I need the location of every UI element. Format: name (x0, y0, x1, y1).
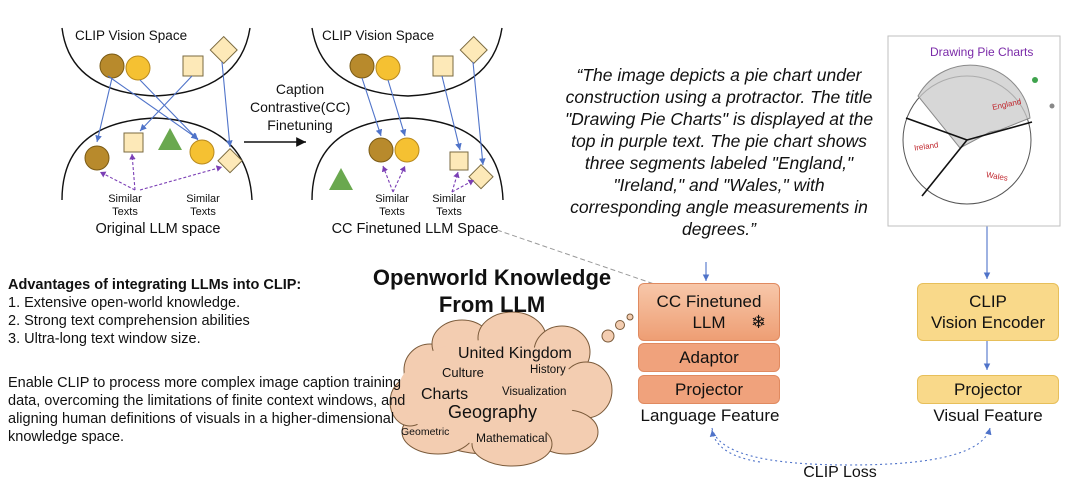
right-llm-space-boundary (311, 117, 504, 201)
left-llm-space-boundary (61, 117, 253, 201)
knowledge-cloud (389, 311, 634, 467)
clip-loss-curve (711, 427, 992, 466)
square-shape (432, 55, 454, 77)
vision-space-label: CLIP Vision Space (322, 28, 435, 43)
image-caption-quote: “The image depicts a pie chart under con… (564, 65, 874, 239)
visual-projector-label: Projector (953, 380, 1023, 399)
cloud-word: Geography (448, 402, 538, 422)
clip-loss-label: CLIP Loss (803, 464, 877, 481)
snowflake-icon: ❄ (751, 312, 767, 332)
cloud-word: United Kingdom (458, 345, 572, 362)
language-projector-box: Projector (638, 375, 780, 404)
similar-texts-label: Similar Texts (186, 193, 220, 218)
cloud-word: Geometric (401, 426, 450, 438)
brown-circle (99, 53, 125, 79)
cc-finetuned-llm-box: CC Finetuned LLM (638, 283, 780, 341)
gold-circle (125, 55, 151, 81)
diamond-shape (217, 147, 243, 174)
advantages-paragraph: Enable CLIP to process more complex imag… (8, 375, 406, 445)
adaptor-label: Adaptor (679, 348, 739, 367)
similar-texts-label: Similar Texts (432, 193, 466, 218)
diamond-shape (468, 163, 494, 190)
cloud-word: Charts (421, 386, 469, 403)
gold-circle (394, 137, 420, 163)
cloud-word: History (530, 364, 566, 376)
visual-projector-box: Projector (917, 375, 1059, 404)
green-triangle (329, 168, 353, 190)
advantages-title: Advantages of integrating LLMs into CLIP… (8, 277, 302, 293)
vision-space-label: CLIP Vision Space (75, 28, 188, 43)
visual-feature-label: Visual Feature (933, 406, 1043, 425)
pie-chart-image (887, 35, 1061, 227)
right-vision-space-boundary (311, 27, 503, 97)
similar-texts-label: Similar Texts (375, 193, 409, 218)
finetuned-llm-space-label: CC Finetuned LLM Space (331, 221, 499, 237)
cloud-word: Mathematical (476, 431, 548, 445)
language-projector-label: Projector (674, 380, 744, 399)
brown-circle (368, 137, 394, 163)
language-feature-label: Language Feature (640, 406, 780, 425)
similar-texts-label: Similar Texts (108, 193, 142, 218)
square-shape (123, 132, 144, 153)
gold-circle (375, 55, 401, 81)
clip-vision-encoder-box: CLIP Vision Encoder (917, 283, 1059, 341)
advantage-item: 3. Ultra-long text window size. (8, 331, 201, 347)
cloud-word: Visualization (502, 386, 567, 398)
caption-contrastive-finetuning-label: Caption Contrastive(CC) Finetuning (250, 81, 351, 133)
brown-circle (349, 53, 375, 79)
advantage-item: 2. Strong text comprehension abilities (8, 313, 250, 329)
brown-circle (84, 145, 110, 171)
square-shape (449, 151, 469, 171)
pie-chart-title: Drawing Pie Charts (930, 45, 1034, 59)
diamond-shape (459, 35, 488, 65)
diamond-shape (209, 35, 238, 65)
green-triangle (158, 128, 182, 150)
clip-vision-encoder-label: CLIP Vision Encoder (930, 292, 1046, 332)
square-shape (182, 55, 204, 77)
cloud-word: Culture (442, 365, 484, 380)
advantage-item: 1. Extensive open-world knowledge. (8, 295, 241, 311)
original-llm-space-label: Original LLM space (95, 221, 221, 237)
cc-finetuned-llm-label: CC Finetuned LLM (656, 292, 762, 332)
openworld-knowledge-title: Openworld Knowledge From LLM (372, 265, 612, 317)
gold-circle (189, 139, 215, 165)
adaptor-box: Adaptor (638, 343, 780, 372)
